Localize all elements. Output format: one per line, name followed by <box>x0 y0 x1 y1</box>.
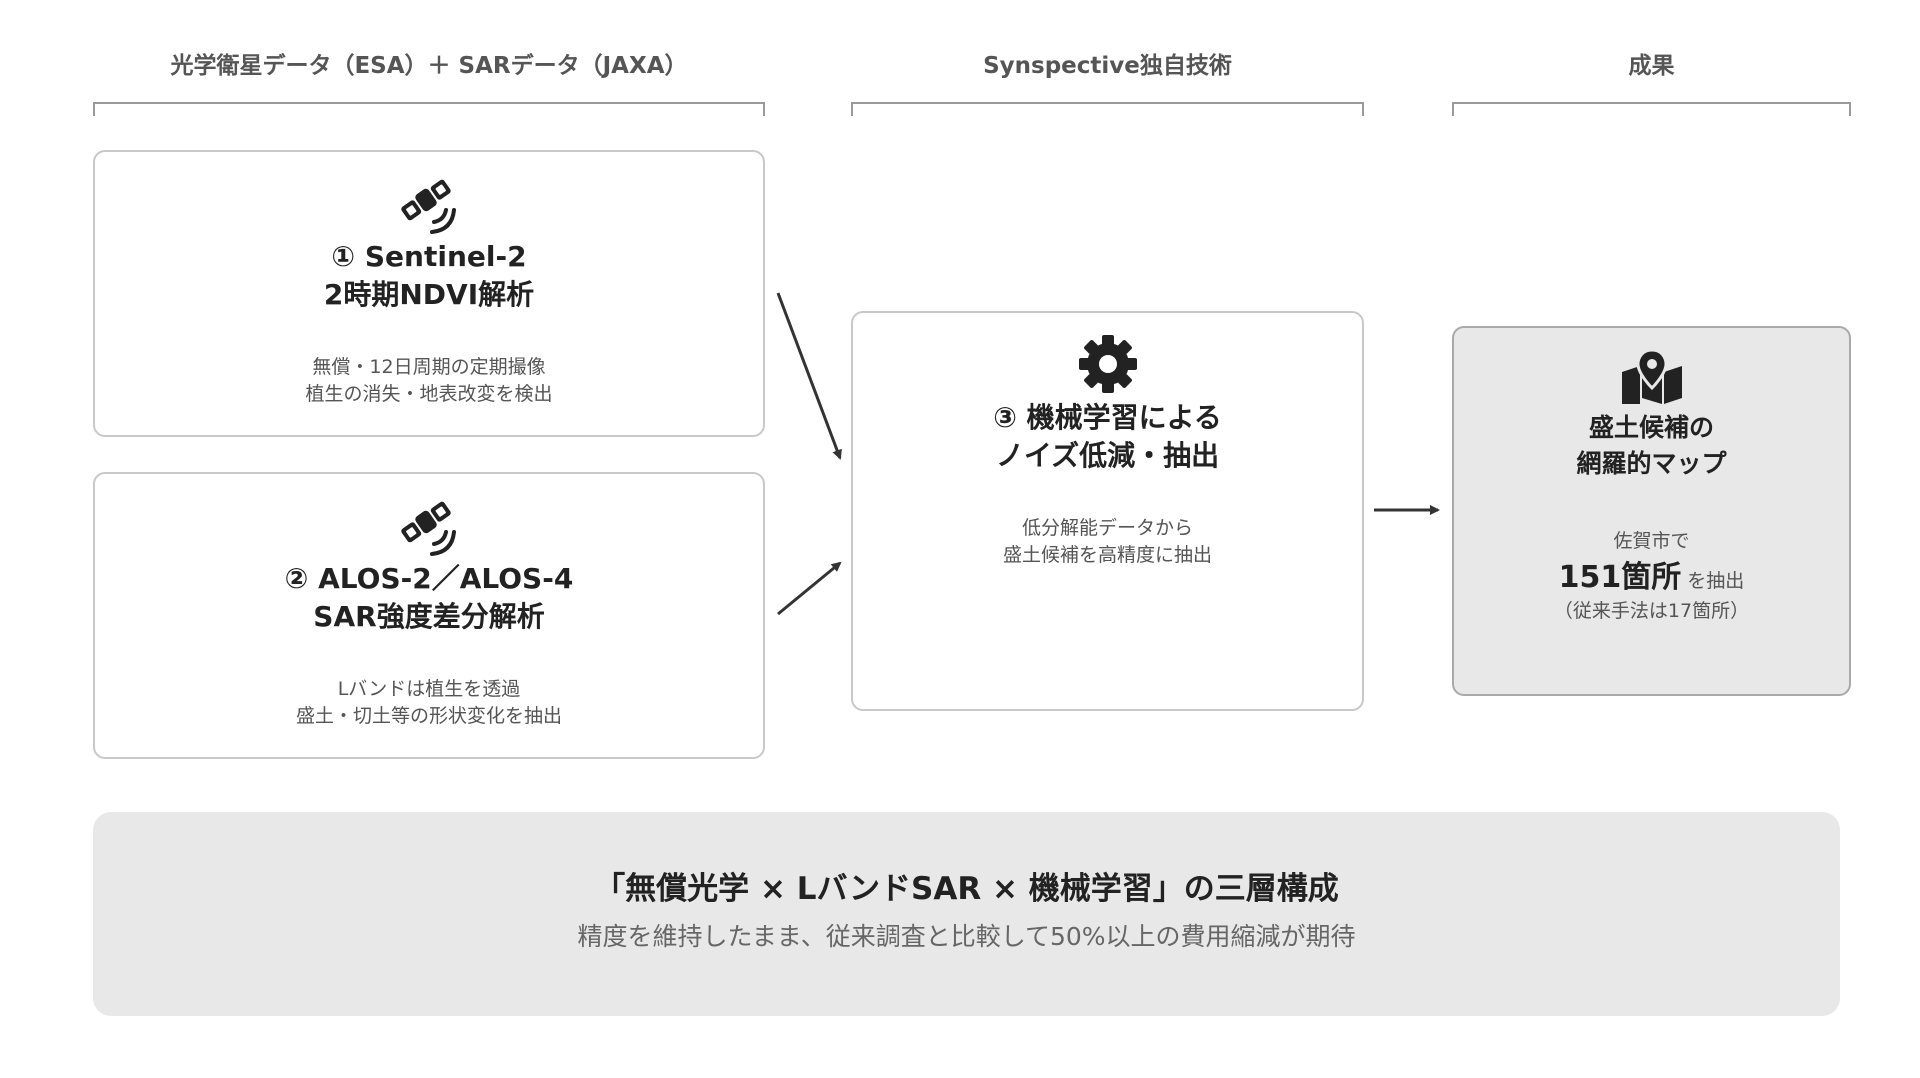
result-title-line2: 網羅的マップ <box>1576 449 1727 478</box>
alos-card: ② ALOS-2／ALOS-4 SAR強度差分解析 Lバンドは植生を透過 盛土・… <box>93 472 765 759</box>
alos-card-desc: Lバンドは植生を透過 盛土・切土等の形状変化を抽出 <box>95 676 763 730</box>
ml-card: ③ 機械学習による ノイズ低減・抽出 低分解能データから 盛土候補を高精度に抽出 <box>851 311 1364 711</box>
result-column-bracket <box>1452 102 1851 116</box>
ml-card-title: ③ 機械学習による ノイズ低減・抽出 <box>853 399 1362 475</box>
satellite-icon <box>396 494 462 562</box>
sentinel-title-line2: 2時期NDVI解析 <box>323 278 535 311</box>
input-column-bracket <box>93 102 765 116</box>
tech-column-bracket <box>851 102 1364 116</box>
alos-title-line1: ② ALOS-2／ALOS-4 <box>284 562 574 595</box>
banner-subtitle: 精度を維持したまま、従来調査と比較して50%以上の費用縮減が期待 <box>577 922 1356 951</box>
banner-title: 「無償光学 × LバンドSAR × 機械学習」の三層構成 <box>594 871 1339 907</box>
gear-icon <box>1077 333 1139 399</box>
ml-desc-line1: 低分解能データから <box>1021 517 1193 539</box>
arrow-alos-to-ml <box>777 561 842 616</box>
sentinel-desc-line1: 無償・12日周期の定期撮像 <box>312 356 546 378</box>
alos-card-title: ② ALOS-2／ALOS-4 SAR強度差分解析 <box>95 560 763 636</box>
result-card-title: 盛土候補の 網羅的マップ <box>1454 410 1849 482</box>
tech-column-header: Synspective独自技術 <box>983 53 1232 79</box>
alos-title-line2: SAR強度差分解析 <box>313 600 545 633</box>
sentinel-title-line1: ① Sentinel-2 <box>331 240 527 273</box>
ml-title-line1: ③ 機械学習による <box>993 401 1222 434</box>
sentinel-desc-line2: 植生の消失・地表改変を検出 <box>305 383 553 405</box>
arrow-sentinel-to-ml <box>776 292 842 460</box>
result-title-line1: 盛土候補の <box>1588 413 1714 442</box>
sentinel-card: ① Sentinel-2 2時期NDVI解析 無償・12日周期の定期撮像 植生の… <box>93 150 765 437</box>
summary-banner: 「無償光学 × LバンドSAR × 機械学習」の三層構成 精度を維持したまま、従… <box>93 812 1840 1016</box>
sentinel-card-title: ① Sentinel-2 2時期NDVI解析 <box>95 238 763 314</box>
result-card: 盛土候補の 網羅的マップ 佐賀市で 151箇所を抽出 （従来手法は17箇所） <box>1452 326 1851 696</box>
result-city: 佐賀市で <box>1613 530 1690 552</box>
sentinel-card-desc: 無償・12日周期の定期撮像 植生の消失・地表改変を検出 <box>95 354 763 408</box>
alos-desc-line2: 盛土・切土等の形状変化を抽出 <box>295 705 562 727</box>
map-pin-icon <box>1620 348 1684 410</box>
ml-desc-line2: 盛土候補を高精度に抽出 <box>1002 544 1212 566</box>
ml-title-line2: ノイズ低減・抽出 <box>995 439 1220 472</box>
result-column-header: 成果 <box>1628 53 1675 79</box>
result-count-line: 151箇所を抽出 <box>1454 552 1849 596</box>
input-column-header: 光学衛星データ（ESA）＋ SARデータ（JAXA） <box>170 53 688 79</box>
result-count: 151箇所 <box>1558 560 1682 595</box>
result-count-suffix: を抽出 <box>1687 570 1745 592</box>
satellite-icon <box>396 172 462 240</box>
ml-card-desc: 低分解能データから 盛土候補を高精度に抽出 <box>853 515 1362 569</box>
alos-desc-line1: Lバンドは植生を透過 <box>337 678 521 700</box>
result-note: （従来手法は17箇所） <box>1553 600 1750 622</box>
